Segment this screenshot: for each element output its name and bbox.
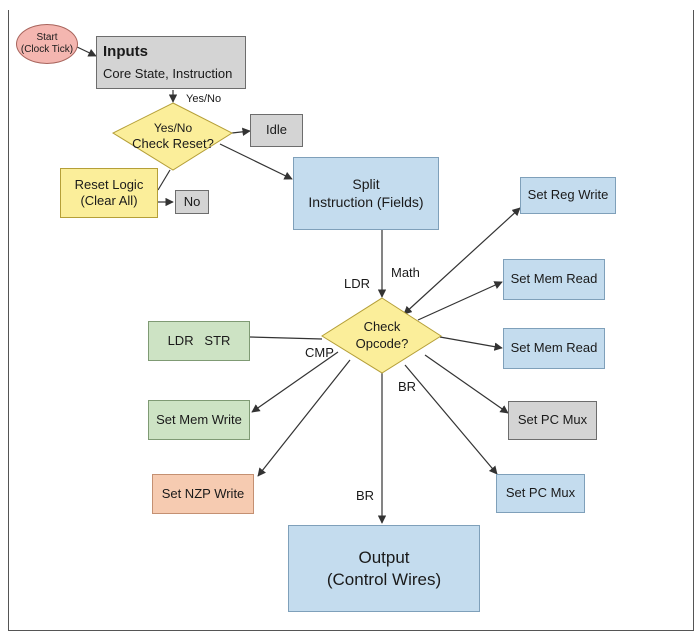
label-math: Math [391, 265, 420, 280]
edge-opcode-pcmux-blue [404, 364, 498, 475]
edge-opcode-regwrite [403, 207, 521, 315]
check-opcode-diamond [321, 297, 442, 374]
edge-checkreset-split [219, 143, 293, 180]
inputs-subtitle: Core State, Instruction [103, 65, 233, 81]
check-reset-text: Yes/No Check Reset? [132, 120, 214, 152]
reset-logic-box: Reset Logic (Clear All) [60, 168, 158, 218]
edge-opcode-memwrite [251, 351, 339, 413]
check-opcode-text: Check Opcode? [355, 319, 409, 351]
diagram-frame [8, 10, 694, 631]
label-cmp: CMP [305, 345, 334, 360]
ldr-str-box: LDR STR [148, 321, 250, 361]
set-mem-write-box: Set Mem Write [148, 400, 250, 440]
label-br-right: BR [398, 379, 417, 394]
label-br-bottom: BR [356, 488, 375, 503]
set-reg-write-box: Set Reg Write [520, 177, 616, 214]
inputs-title: Inputs [103, 43, 148, 60]
edge-opcode-memread2 [439, 336, 503, 351]
start-node: Start (Clock Tick) [16, 24, 78, 64]
check-reset-diamond [111, 102, 234, 171]
edge-opcode-memread1 [417, 281, 503, 321]
inputs-box: Inputs Core State, Instruction [96, 36, 246, 89]
edge-checkreset-resetlogic [157, 169, 171, 191]
split-instruction-box: Split Instruction (Fields) [293, 157, 439, 230]
edge-opcode-ldrstr [249, 336, 323, 340]
set-nzp-write-box: Set NZP Write [152, 474, 254, 514]
no-box: No [175, 190, 209, 214]
edge-checkreset-idle [231, 127, 251, 137]
edge-opcode-nzp [257, 359, 351, 477]
edge-opcode-pcmux-gray [424, 354, 509, 414]
set-mem-read-box-1: Set Mem Read [503, 259, 605, 300]
set-pc-mux-blue-box: Set PC Mux [496, 474, 585, 513]
label-yes-no: Yes/No [186, 93, 222, 105]
edge-start-inputs [74, 45, 97, 57]
set-pc-mux-gray-box: Set PC Mux [508, 401, 597, 440]
set-mem-read-box-2: Set Mem Read [503, 328, 605, 369]
label-ldr: LDR [344, 276, 371, 291]
idle-box: Idle [250, 114, 303, 147]
output-box: Output (Control Wires) [288, 525, 480, 612]
